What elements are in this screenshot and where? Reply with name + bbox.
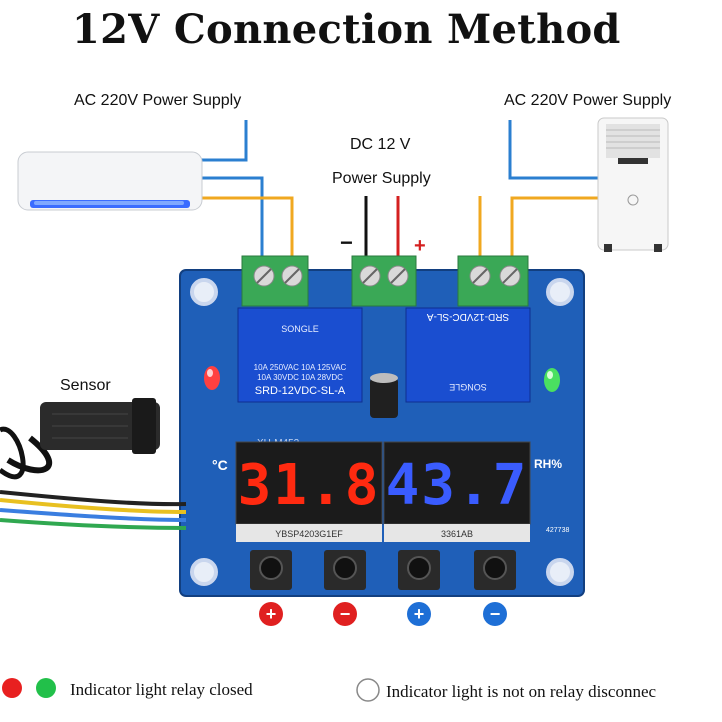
legend-green-dot <box>36 678 56 698</box>
page-title: 12V Connection Method <box>72 6 621 53</box>
svg-text:SRD-12VDC-SL-A: SRD-12VDC-SL-A <box>255 385 346 397</box>
push-button-temp-up[interactable] <box>250 550 292 590</box>
sensor-probe <box>0 398 160 480</box>
humidity-display: 43.7 3361AB <box>383 441 531 542</box>
temperature-display: 31.8 YBSP4203G1EF <box>235 441 383 542</box>
terminal-block-right <box>457 255 529 307</box>
dc-supply-label-line2: Power Supply <box>332 170 431 187</box>
dc-minus-sign: − <box>340 230 353 255</box>
relay-left: SONGLE 10A 250VAC 10A 125VAC 10A 30VDC 1… <box>237 307 363 403</box>
dc-supply-label-line1: DC 12 V <box>350 136 411 153</box>
svg-text:−: − <box>340 604 351 624</box>
svg-text:+: + <box>266 604 277 624</box>
relay-right: SRD-12VDC-SL-A SONGLE <box>405 307 531 403</box>
svg-text:10A 250VAC 10A 125VAC: 10A 250VAC 10A 125VAC <box>254 363 347 372</box>
ac-wires-left <box>200 120 294 258</box>
green-led <box>544 368 560 392</box>
svg-text:+: + <box>414 604 425 624</box>
legend-off-dot <box>356 678 380 702</box>
board-code: 427738 <box>546 527 569 534</box>
legend-red-dot <box>2 678 22 698</box>
capacitor <box>370 373 398 418</box>
temp-up-indicator: + <box>259 602 283 626</box>
svg-text:SONGLE: SONGLE <box>449 382 487 392</box>
sensor-wires <box>0 490 187 530</box>
svg-text:SONGLE: SONGLE <box>281 324 319 334</box>
terminal-block-power <box>351 255 417 307</box>
svg-text:31.8: 31.8 <box>238 453 381 518</box>
ac-supply-left-label: AC 220V Power Supply <box>74 92 242 109</box>
push-button-hum-down[interactable] <box>474 550 516 590</box>
svg-text:10A 30VDC 10A 28VDC: 10A 30VDC 10A 28VDC <box>257 373 343 382</box>
hum-up-indicator: + <box>407 602 431 626</box>
humidity-unit: RH% <box>534 457 562 471</box>
red-led <box>204 366 220 390</box>
legend-closed-text: Indicator light relay closed <box>70 680 253 699</box>
svg-text:YBSP4203G1EF: YBSP4203G1EF <box>275 529 343 539</box>
svg-text:SRD-12VDC-SL-A: SRD-12VDC-SL-A <box>427 311 510 322</box>
dc-plus-sign: + <box>414 235 426 257</box>
air-cooler-icon <box>597 117 669 252</box>
legend-open-text: Indicator light is not on relay disconne… <box>386 682 657 701</box>
temperature-unit: °C <box>212 457 228 473</box>
ac-wires-right <box>478 120 600 258</box>
svg-text:43.7: 43.7 <box>386 453 529 518</box>
ac-supply-right-label: AC 220V Power Supply <box>504 92 672 109</box>
hum-down-indicator: − <box>483 602 507 626</box>
push-button-temp-down[interactable] <box>324 550 366 590</box>
terminal-block-left <box>241 255 309 307</box>
air-conditioner-icon <box>17 151 203 211</box>
svg-text:3361AB: 3361AB <box>441 529 473 539</box>
push-button-hum-up[interactable] <box>398 550 440 590</box>
svg-text:−: − <box>490 604 501 624</box>
sensor-label: Sensor <box>60 377 111 394</box>
temp-down-indicator: − <box>333 602 357 626</box>
